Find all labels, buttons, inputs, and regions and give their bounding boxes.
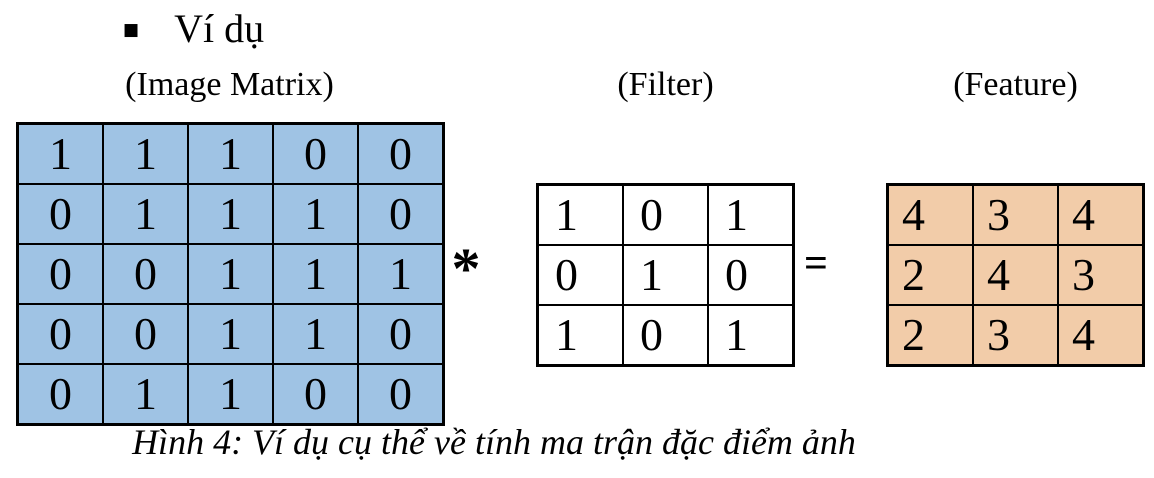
- matrix-cell: 1: [358, 244, 443, 304]
- matrix-cell: 2: [888, 305, 973, 365]
- matrix-cell: 4: [1058, 185, 1143, 245]
- matrix-cell: 1: [188, 364, 273, 424]
- matrix-cell: 0: [358, 364, 443, 424]
- equals-operator: =: [804, 241, 828, 287]
- matrix-cell: 1: [708, 185, 793, 245]
- matrix-cell: 1: [273, 244, 358, 304]
- figure-caption: Hình 4: Ví dụ cụ thể về tính ma trận đặc…: [132, 422, 856, 462]
- matrix-cell: 1: [623, 245, 708, 305]
- matrix-cell: 0: [18, 364, 103, 424]
- matrix-cell: 0: [18, 184, 103, 244]
- matrix-cell: 1: [538, 305, 623, 365]
- matrix-cell: 0: [358, 304, 443, 364]
- matrix-cell: 1: [273, 304, 358, 364]
- matrix-cell: 1: [18, 124, 103, 184]
- square-bullet-icon: ■: [123, 20, 140, 40]
- matrix-cell: 1: [103, 364, 188, 424]
- matrix-cell: 0: [623, 305, 708, 365]
- image-matrix-label: (Image Matrix): [125, 66, 334, 103]
- matrix-cell: 4: [1058, 305, 1143, 365]
- matrix-cell: 0: [18, 244, 103, 304]
- matrix-cell: 3: [973, 185, 1058, 245]
- matrix-cell: 0: [623, 185, 708, 245]
- matrix-cell: 0: [358, 124, 443, 184]
- matrix-cell: 1: [103, 124, 188, 184]
- matrix-cell: 1: [538, 185, 623, 245]
- matrix-cell: 3: [1058, 245, 1143, 305]
- matrix-cell: 0: [103, 304, 188, 364]
- title-text: Ví dụ: [174, 6, 265, 51]
- matrix-cell: 2: [888, 245, 973, 305]
- convolution-operator: *: [451, 236, 481, 301]
- matrix-cell: 0: [538, 245, 623, 305]
- matrix-cell: 1: [188, 244, 273, 304]
- matrix-cell: 0: [18, 304, 103, 364]
- matrix-cell: 1: [188, 124, 273, 184]
- matrix-cell: 0: [103, 244, 188, 304]
- matrix-cell: 3: [973, 305, 1058, 365]
- filter-label: (Filter): [617, 66, 714, 103]
- bullet-title: ■ Ví dụ: [123, 7, 264, 51]
- matrix-cell: 0: [358, 184, 443, 244]
- matrix-cell: 1: [188, 184, 273, 244]
- matrix-cell: 1: [273, 184, 358, 244]
- feature-label: (Feature): [953, 66, 1078, 103]
- matrix-cell: 1: [708, 305, 793, 365]
- matrix-cell: 0: [273, 364, 358, 424]
- matrix-cell: 1: [103, 184, 188, 244]
- matrix-cell: 4: [973, 245, 1058, 305]
- matrix-cell: 4: [888, 185, 973, 245]
- matrix-cell: 1: [188, 304, 273, 364]
- matrix-cell: 0: [708, 245, 793, 305]
- matrix-cell: 0: [273, 124, 358, 184]
